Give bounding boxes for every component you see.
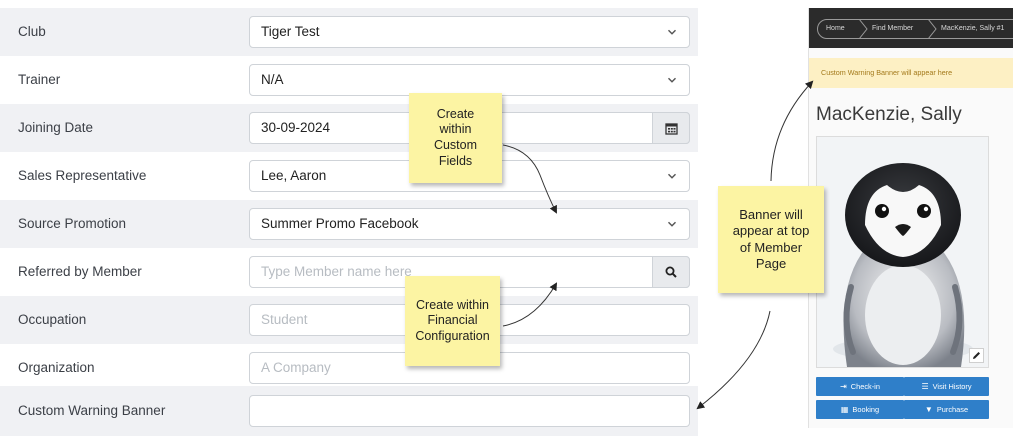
date-picker-button[interactable] [652,112,690,144]
warning-banner-label: Custom Warning Banner [18,403,166,418]
chevron-down-icon [667,173,677,179]
trainer-label: Trainer [18,72,61,87]
breadcrumb: Home Find Member MacKenzie, Sally #1 [809,8,1013,48]
breadcrumb-find-member[interactable]: Find Member [872,25,914,32]
form-row-joining-date: Joining Date 30-09-2024 [0,104,698,152]
note-banner: Banner will appear at top of Member Page [718,186,824,293]
breadcrumb-outline [817,19,1013,39]
source-promotion-label: Source Promotion [18,216,127,231]
club-select[interactable]: Tiger Test [249,16,690,48]
club-value: Tiger Test [261,24,320,39]
booking-button[interactable]: ▦ Booking [816,400,904,419]
referred-by-label: Referred by Member [18,264,142,279]
occupation-label: Occupation [18,312,87,327]
cart-icon: ▼ [924,405,933,414]
note-financial-configuration: Create within Financial Configuration [405,276,500,366]
form-row-source-promotion: Source Promotion Summer Promo Facebook [0,200,698,248]
login-icon: ⇥ [840,382,847,391]
member-page-preview: Home Find Member MacKenzie, Sally #1 Cus… [808,8,1013,428]
member-search-button[interactable] [652,256,690,288]
form-row-club: Club Tiger Test [0,8,698,56]
checkin-label: Check-in [850,382,880,391]
visit-history-button[interactable]: ☰ Visit History [904,377,989,396]
form-row-occupation: Occupation Student [0,296,698,344]
purchase-button[interactable]: ▼ Purchase [904,400,989,419]
custom-warning-banner: Custom Warning Banner will appear here [809,58,1013,88]
member-form: Club Tiger Test Trainer N/A Joining Date… [0,8,698,436]
source-promotion-select[interactable]: Summer Promo Facebook [249,208,690,240]
joining-date-label: Joining Date [18,120,94,135]
trainer-select[interactable]: N/A [249,64,690,96]
breadcrumb-separator-icon [927,19,937,39]
search-icon [665,266,677,278]
breadcrumb-home[interactable]: Home [826,25,845,32]
club-label: Club [18,24,46,39]
checkin-button[interactable]: ⇥ Check-in [816,377,904,396]
arrow-to-warning-banner-input [696,310,771,410]
chevron-down-icon [667,221,677,227]
organization-placeholder: A Company [261,360,331,375]
member-photo [816,136,989,368]
organization-label: Organization [18,360,95,375]
calendar-icon: ▦ [840,405,849,414]
note-financial-text: Create within Financial Configuration [415,297,490,343]
purchase-label: Purchase [936,405,969,414]
form-row-sales-rep: Sales Representative Lee, Aaron [0,152,698,200]
sales-rep-label: Sales Representative [18,168,147,183]
note-banner-text: Banner will appear at top of Member Page [732,207,810,271]
calendar-icon [664,122,678,135]
chevron-down-icon [667,77,677,83]
note-custom-fields-text: Create within Custom Fields [433,106,478,168]
trainer-value: N/A [261,72,284,87]
breadcrumb-current: MacKenzie, Sally #1 [941,25,1005,32]
edit-photo-button[interactable] [969,348,984,363]
booking-label: Booking [852,405,880,414]
referred-by-placeholder: Type Member name here [261,264,412,279]
arrow-to-member-banner [770,80,814,182]
penguin-image [817,137,988,367]
chevron-down-icon [667,29,677,35]
joining-date-value: 30-09-2024 [261,120,331,135]
form-row-warning-banner: Custom Warning Banner [0,386,698,436]
form-row-referred-by: Referred by Member Type Member name here [0,248,698,296]
visit-history-label: Visit History [932,382,972,391]
member-name: MacKenzie, Sally [816,104,962,125]
pencil-icon [973,352,980,359]
warning-banner-input[interactable] [249,395,690,427]
sales-rep-value: Lee, Aaron [261,168,327,183]
breadcrumb-separator-icon [858,19,868,39]
form-row-trainer: Trainer N/A [0,56,698,104]
note-custom-fields: Create within Custom Fields [409,93,502,183]
source-promotion-value: Summer Promo Facebook [261,216,419,231]
occupation-placeholder: Student [261,312,308,327]
form-row-organization: Organization A Company [0,344,698,392]
history-icon: ☰ [921,382,929,391]
